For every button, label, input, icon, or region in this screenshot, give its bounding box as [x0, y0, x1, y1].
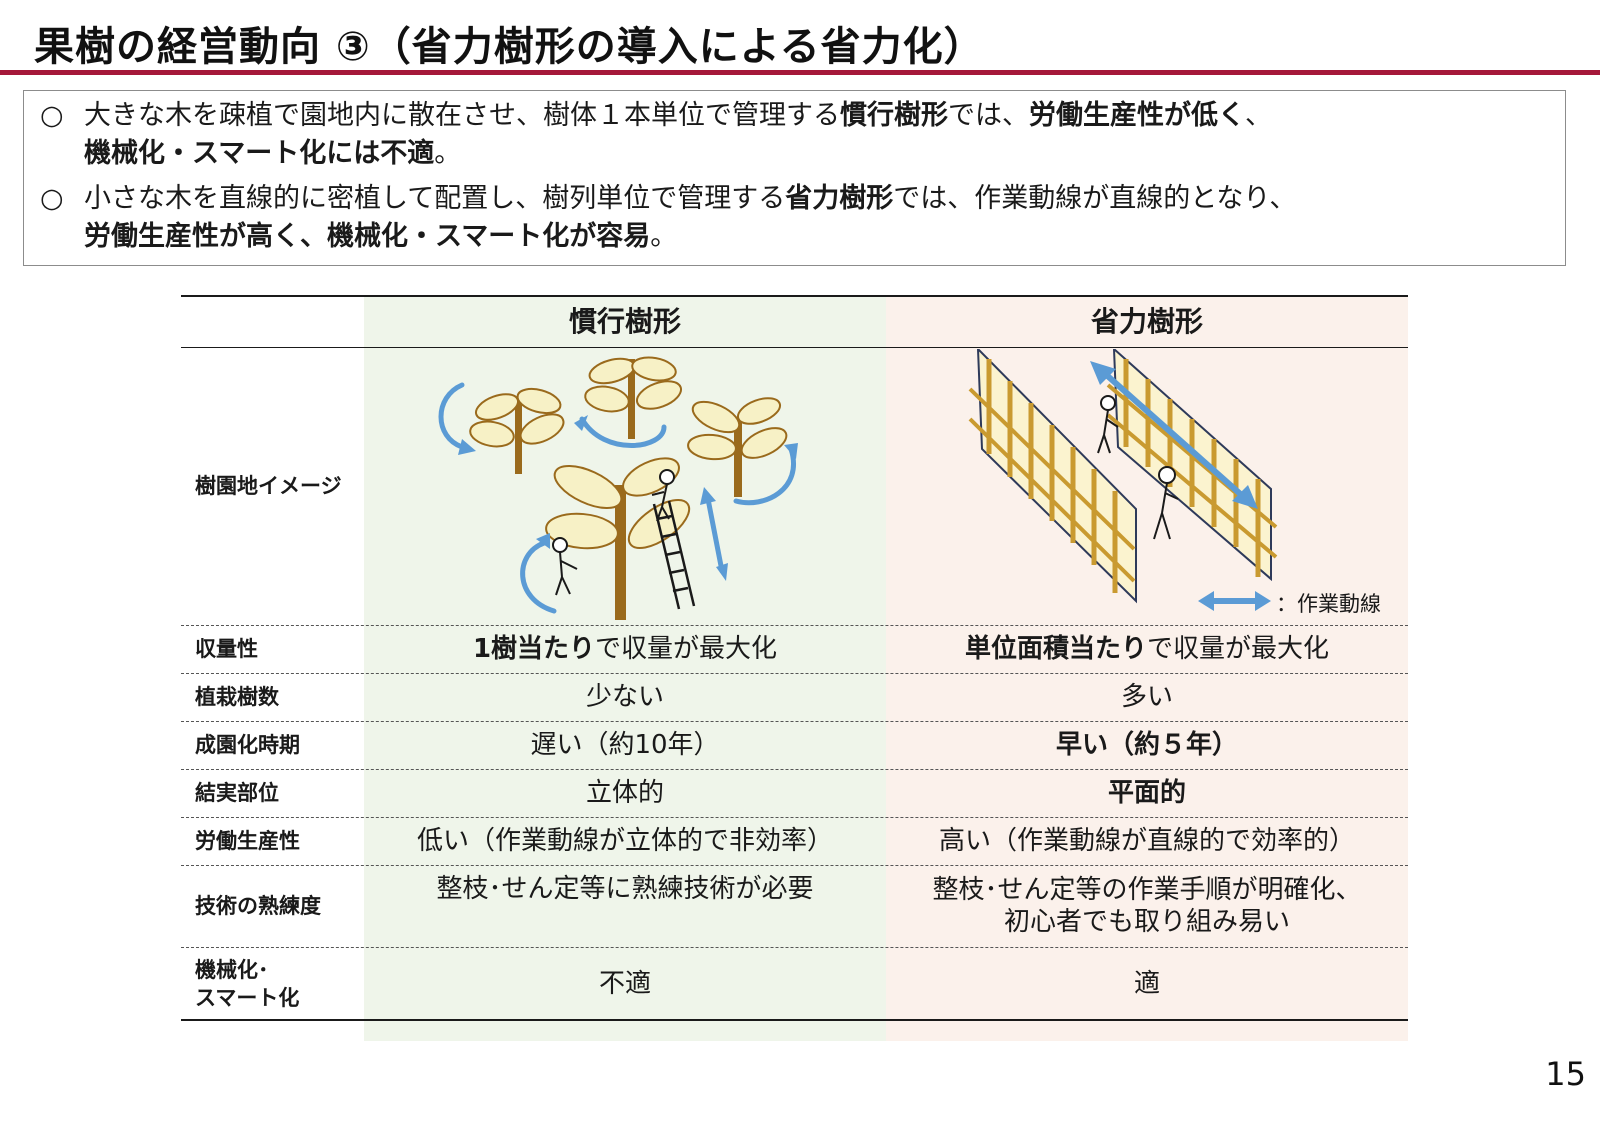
summary-box: ○大きな木を疎植で園地内に散在させ、樹体１本単位で管理する慣行樹形では、労働生産…: [23, 90, 1566, 266]
comparison-table: 慣行樹形 省力樹形 樹園地イメージ: [181, 295, 1408, 1041]
cell-yield-laborsaving: 単位面積当たりで収量が最大化: [886, 625, 1408, 673]
bullet-emphasis: 機械化・スマート化には不適: [84, 138, 435, 169]
row-label-mechanization: 機械化･ スマート化: [195, 949, 299, 1019]
tree-row: [968, 387, 1136, 583]
bullet-emphasis: 省力樹形: [785, 183, 894, 214]
bullet-emphasis: 労働生産性が高く、機械化・スマート化が容易: [84, 221, 651, 252]
row-divider: [181, 817, 1408, 818]
summary-bullet-1: ○ 大きな木を疎植で園地内に散在させ、樹体１本単位で管理する慣行樹形では、労働生産…: [40, 97, 1272, 173]
page-title: 果樹の経営動向 ③（省力樹形の導入による省力化）: [34, 24, 985, 70]
column-header-conventional: 慣行樹形: [568, 305, 681, 338]
bullet-mark: ○: [40, 100, 64, 131]
curved-arrow-icon: [579, 416, 667, 448]
cell-text: で収量が最大化: [1147, 634, 1330, 664]
tree-icon: [584, 356, 682, 439]
curved-arrow-icon: [520, 540, 557, 614]
row-label-skill: 技術の熟練度: [195, 894, 321, 918]
legend-label: ：作業動線: [1276, 592, 1381, 616]
row-label-fruiting: 結実部位: [195, 781, 279, 805]
tree-row: [986, 359, 1118, 593]
tree-icon: [469, 387, 565, 474]
cell-productivity-laborsaving: 高い（作業動線が直線的で効率的）: [938, 826, 1355, 856]
bullet-text: では、作業動線が直線的となり、: [893, 183, 1297, 214]
worker-icon: [651, 469, 675, 522]
summary-bullet-2: ○ 小さな木を直線的に密植して配置し、樹列単位で管理する省力樹形では、作業動線が直…: [40, 180, 1296, 256]
cell-productivity-conventional: 低い（作業動線が立体的で非効率）: [416, 826, 833, 856]
ladder-icon: [652, 500, 696, 610]
diagonal-arrow-icon: [1100, 368, 1248, 502]
curved-arrow-icon: [733, 446, 796, 506]
row-divider: [181, 673, 1408, 674]
worker-icon: [1097, 395, 1119, 454]
row-divider: [181, 625, 1408, 626]
laborsaving-orchard-illustration: ：作業動線: [968, 349, 1381, 616]
bullet-emphasis: 慣行樹形: [840, 100, 948, 131]
cell-count-laborsaving: 多い: [1120, 682, 1173, 712]
bullet-mark: ○: [40, 183, 64, 214]
row-label-productivity: 労働生産性: [195, 829, 300, 853]
row-divider: [181, 769, 1408, 770]
cell-maturity-conventional: 遅い（約10年）: [530, 730, 720, 760]
title-underline: [0, 70, 1600, 75]
tree-icon: [687, 397, 788, 497]
cell-text: で収量が最大化: [595, 634, 778, 664]
row-label-maturity: 成園化時期: [195, 733, 300, 757]
table-top-rule: [181, 295, 1408, 297]
worker-icon: [1153, 466, 1179, 540]
row-label-yield: 収量性: [195, 637, 258, 661]
cell-emphasis: 1樹当たり: [472, 634, 596, 664]
cell-text-line: 整枝･せん定等の作業手順が明確化、: [932, 875, 1362, 905]
arrowhead-icon: [1232, 485, 1258, 509]
row-label-line: スマート化: [195, 986, 300, 1010]
cell-skill-laborsaving: 整枝･せん定等の作業手順が明確化、 初心者でも取り組み易い: [886, 871, 1408, 941]
bullet-text: 、: [1245, 100, 1272, 131]
bullet-text: 。: [434, 138, 462, 169]
vertical-arrow-icon: [705, 496, 725, 574]
row-divider: [181, 721, 1408, 722]
cell-text-line: 初心者でも取り組み易い: [1003, 907, 1290, 937]
page-number: 15: [1545, 1055, 1586, 1093]
bullet-text: 。: [650, 221, 678, 252]
cell-fruiting-laborsaving: 平面的: [1107, 778, 1186, 808]
column-header-laborsaving: 省力樹形: [1090, 305, 1203, 338]
bullet-text: 大きな木を疎植で園地内に散在させ、樹体１本単位で管理する: [84, 100, 840, 131]
row-divider: [181, 865, 1408, 866]
tree-row: [1123, 359, 1261, 577]
cell-mechanization-conventional: 不適: [598, 969, 651, 999]
cell-fruiting-conventional: 立体的: [585, 778, 664, 808]
conventional-column-band: [364, 295, 886, 1041]
arrowhead-icon: [1090, 361, 1116, 385]
cell-maturity-laborsaving: 早い（約５年）: [1055, 730, 1238, 760]
row-label-image: 樹園地イメージ: [195, 474, 342, 498]
conventional-orchard-illustration: [438, 356, 798, 620]
cell-mechanization-laborsaving: 適: [1133, 969, 1160, 999]
cell-yield-conventional: 1樹当たりで収量が最大化: [364, 625, 886, 673]
row-label-line: 機械化･: [195, 958, 269, 982]
row-divider: [181, 947, 1408, 948]
curved-arrow-icon: [438, 382, 465, 450]
worker-icon: [552, 537, 578, 596]
row-label-tree-count: 植栽樹数: [195, 685, 279, 709]
bullet-text: 小さな木を直線的に密植して配置し、樹列単位で管理する: [84, 183, 786, 214]
cell-emphasis: 単位面積当たり: [964, 634, 1147, 664]
bullet-text: では、: [948, 100, 1029, 131]
header-rule: [181, 347, 1408, 348]
cell-skill-conventional: 整枝･せん定等に熟練技術が必要: [436, 874, 814, 904]
bullet-emphasis: 労働生産性が低く: [1029, 100, 1245, 131]
legend-arrow-icon: [1198, 591, 1271, 611]
cell-count-conventional: 少ない: [585, 682, 664, 712]
table-bottom-rule: [181, 1019, 1408, 1021]
